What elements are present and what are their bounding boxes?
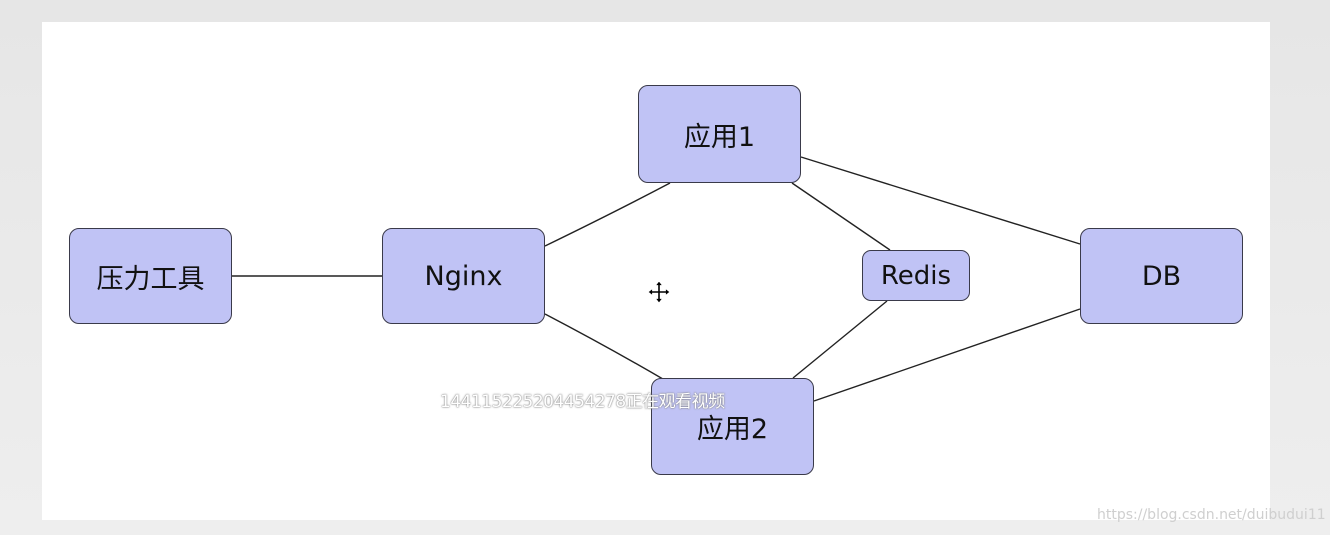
node-pressure-tool[interactable]: 压力工具 xyxy=(69,228,232,324)
edge-app2-redis xyxy=(792,300,888,379)
edge-nginx-app1 xyxy=(544,182,671,247)
edge-app2-db xyxy=(813,308,1081,402)
node-nginx[interactable]: Nginx xyxy=(382,228,545,324)
edge-nginx-app2 xyxy=(544,313,669,383)
move-cursor-icon xyxy=(647,280,671,304)
edge-app1-db xyxy=(800,156,1081,245)
node-app2[interactable]: 应用2 xyxy=(651,378,814,475)
node-app1[interactable]: 应用1 xyxy=(638,85,801,183)
node-db[interactable]: DB xyxy=(1080,228,1243,324)
edge-app1-redis xyxy=(791,182,891,251)
viewer-count-overlay: 14411522520445427​8正在观看视频 xyxy=(440,392,725,412)
blog-watermark: https://blog.csdn.net/duibudui11 xyxy=(1097,507,1326,523)
node-redis[interactable]: Redis xyxy=(862,250,970,301)
